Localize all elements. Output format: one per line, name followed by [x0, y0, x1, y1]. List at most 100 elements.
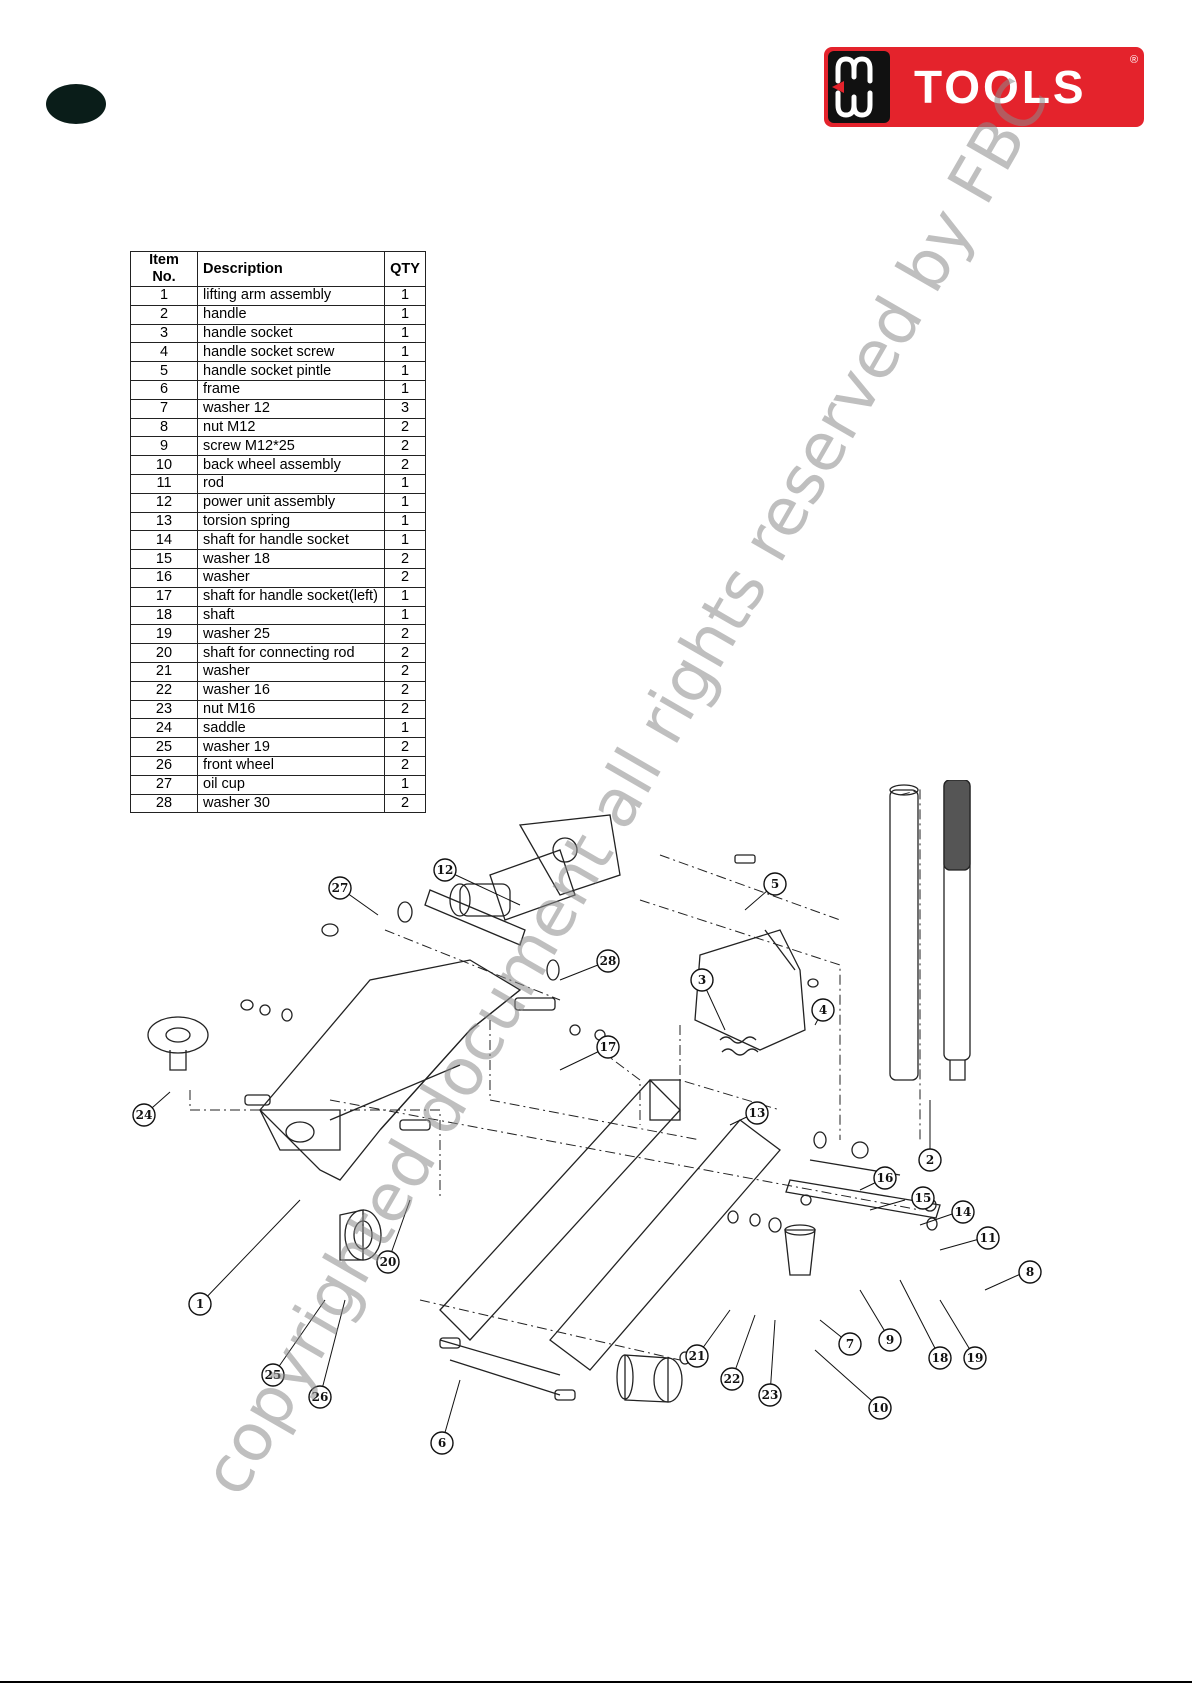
cell-item-no: 16	[130, 567, 198, 588]
cell-qty: 1	[384, 342, 426, 363]
cell-description: back wheel assembly	[197, 455, 385, 475]
cell-qty: 2	[384, 436, 426, 457]
callout-label: 7	[846, 1337, 854, 1351]
callout-label: 11	[980, 1231, 997, 1245]
cell-description: shaft for connecting rod	[197, 643, 385, 663]
callout-label: 4	[819, 1003, 827, 1017]
cell-qty: 1	[384, 323, 426, 344]
callout-label: 5	[771, 877, 779, 891]
cell-qty: 2	[384, 680, 426, 701]
cell-description: washer	[197, 567, 385, 588]
cell-qty: 1	[384, 718, 426, 739]
callout-label: 12	[437, 863, 454, 877]
cell-item-no: 26	[130, 755, 198, 776]
header-description: Description	[197, 251, 385, 287]
cell-item-no: 21	[130, 661, 198, 682]
cell-item-no: 18	[130, 605, 198, 626]
callout-label: 2	[926, 1153, 934, 1167]
callout-label: 24	[136, 1108, 153, 1122]
diagram-drawing	[147, 780, 971, 1403]
callout-4: 4	[811, 998, 835, 1022]
callout-label: 25	[265, 1368, 282, 1382]
cell-qty: 1	[384, 492, 426, 513]
cell-qty: 1	[384, 605, 426, 626]
callout-26: 26	[308, 1385, 332, 1409]
cell-item-no: 11	[130, 473, 198, 494]
callout-20: 20	[376, 1250, 400, 1274]
callout-label: 13	[749, 1106, 766, 1120]
cell-qty: 1	[384, 304, 426, 325]
callout-label: 26	[312, 1390, 329, 1404]
cell-description: frame	[197, 379, 385, 400]
callout-5: 5	[763, 872, 787, 896]
cell-description: front wheel	[197, 755, 385, 776]
cell-qty: 1	[384, 286, 426, 306]
table-header-row: Item No. Description QTY	[130, 251, 426, 287]
callout-circle	[838, 1332, 862, 1356]
callout-label: 1	[196, 1297, 204, 1311]
page-marker-dot	[46, 84, 106, 124]
cell-description: saddle	[197, 718, 385, 739]
callout-label: 28	[600, 954, 617, 968]
cell-item-no: 23	[130, 699, 198, 720]
callout-label: 6	[438, 1436, 446, 1450]
cell-description: rod	[197, 473, 385, 494]
cell-qty: 2	[384, 755, 426, 776]
callout-label: 20	[380, 1255, 397, 1269]
cell-item-no: 8	[130, 417, 198, 438]
cell-description: shaft for handle socket	[197, 530, 385, 551]
cell-description: nut M12	[197, 417, 385, 438]
cell-description: washer 19	[197, 737, 385, 757]
header-qty: QTY	[384, 251, 426, 287]
cell-item-no: 24	[130, 718, 198, 739]
cell-item-no: 15	[130, 549, 198, 569]
cell-item-no: 12	[130, 492, 198, 513]
callout-label: 27	[332, 881, 349, 895]
cell-qty: 3	[384, 398, 426, 419]
callout-circle	[433, 858, 457, 882]
cell-item-no: 4	[130, 342, 198, 363]
callout-13: 13	[745, 1101, 769, 1125]
callout-label: 9	[886, 1333, 894, 1347]
cell-qty: 2	[384, 549, 426, 569]
callout-22: 22	[720, 1367, 744, 1391]
callout-circle	[811, 998, 835, 1022]
callout-circle	[685, 1344, 709, 1368]
callout-circle	[596, 1035, 620, 1059]
cell-qty: 2	[384, 737, 426, 757]
callout-label: 3	[698, 973, 706, 987]
cell-qty: 2	[384, 455, 426, 475]
callout-21: 21	[685, 1344, 709, 1368]
callout-circle	[918, 1148, 942, 1172]
cell-qty: 1	[384, 361, 426, 381]
callout-9: 9	[878, 1328, 902, 1352]
callout-circle	[376, 1250, 400, 1274]
exploded-parts-diagram: 1234567891011121314151617181920212223242…	[132, 780, 1042, 1455]
callout-circle	[873, 1166, 897, 1190]
callout-label: 10	[872, 1401, 889, 1415]
cell-description: washer 25	[197, 624, 385, 645]
cell-qty: 2	[384, 793, 426, 814]
callout-1: 1	[188, 1292, 212, 1316]
callout-3: 3	[690, 968, 714, 992]
callout-label: 14	[955, 1205, 972, 1219]
callout-circle	[1018, 1260, 1042, 1284]
cell-description: handle socket	[197, 323, 385, 344]
callout-circle	[963, 1346, 987, 1370]
